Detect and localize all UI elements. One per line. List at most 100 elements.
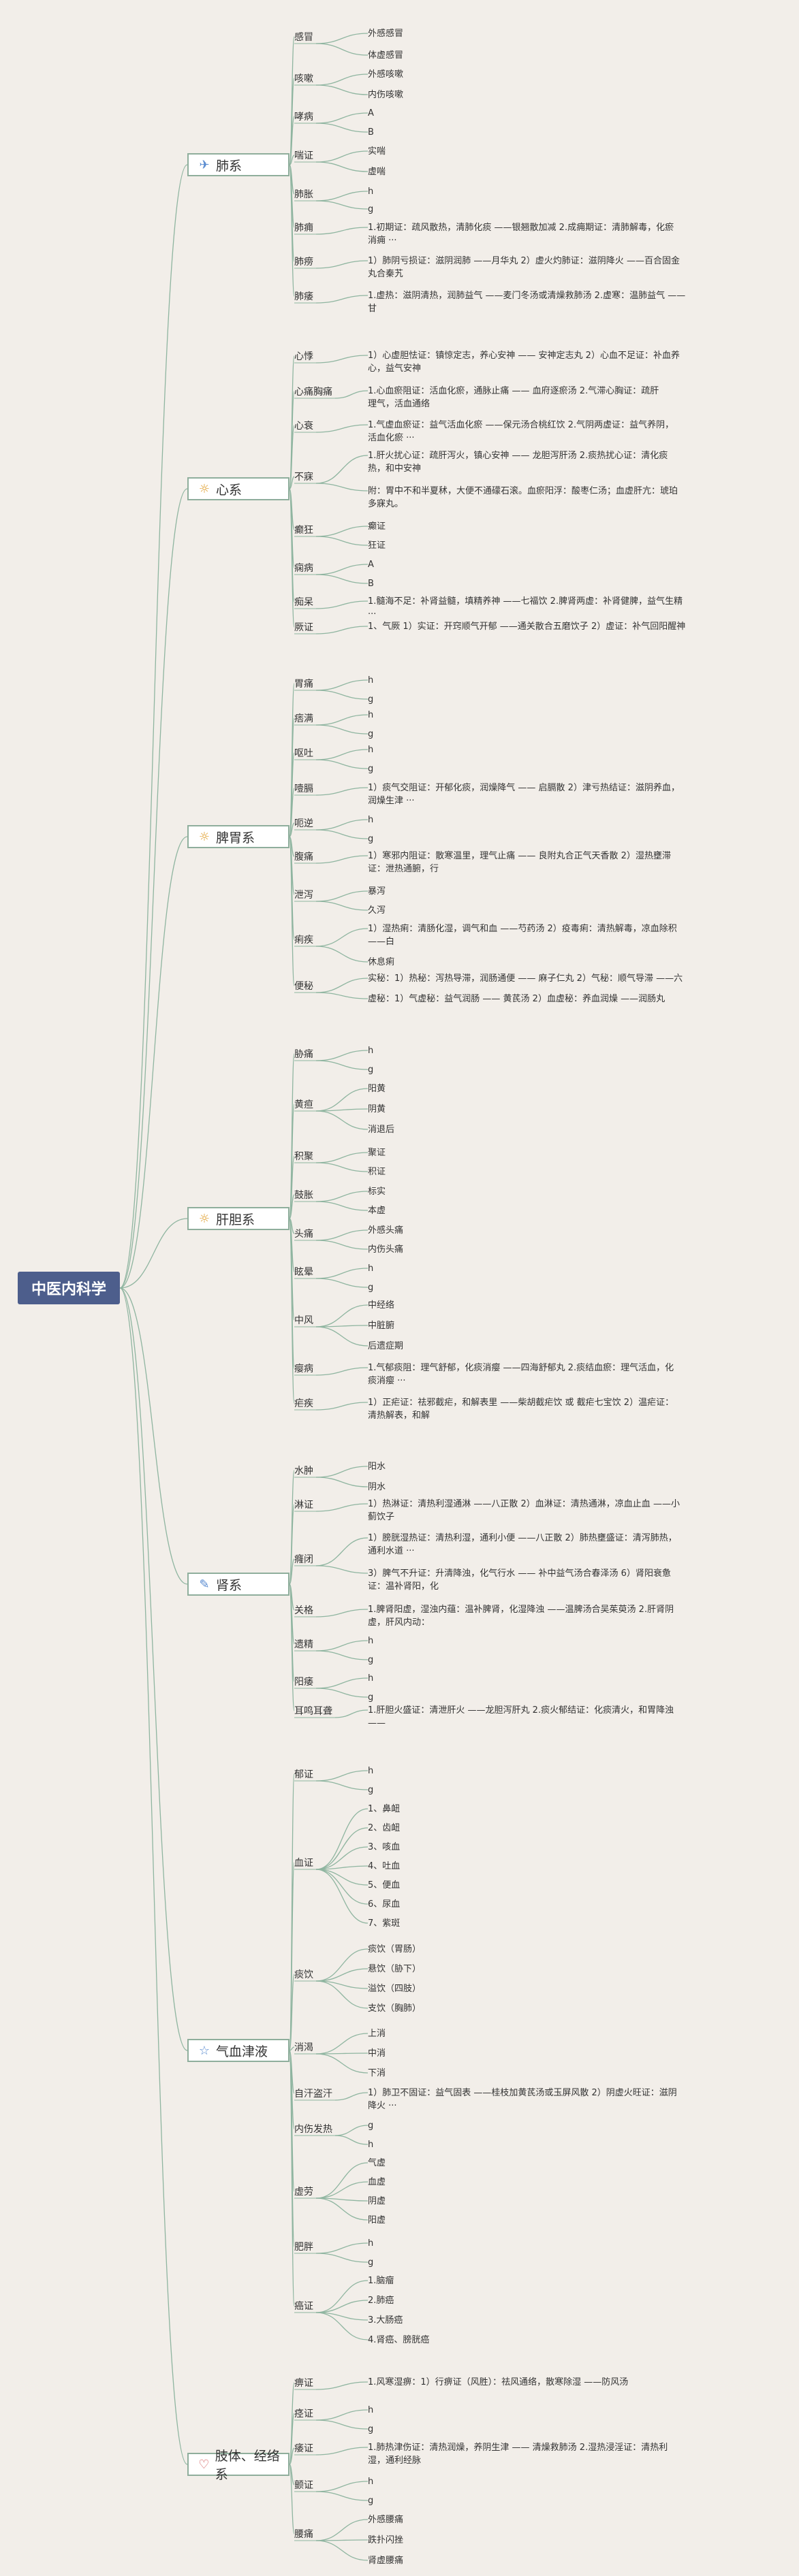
topic-node[interactable]: 泄泻 [294, 890, 313, 901]
topic-node[interactable]: 腹痛 [294, 852, 313, 863]
leaf-node[interactable]: g [368, 1785, 374, 1795]
leaf-node[interactable]: 3.大肠癌 [368, 2315, 403, 2325]
leaf-node[interactable]: 1.初期证：疏风散热，清肺化痰 ——银翘散加减 2.成痈期证：清肺解毒，化瘀消痈… [368, 223, 674, 246]
topic-node[interactable]: 虚劳 [294, 2187, 313, 2197]
leaf-node[interactable]: 1.脑瘤 [368, 2276, 394, 2286]
leaf-node[interactable]: 本虚 [368, 1206, 386, 1216]
leaf-node[interactable]: 阴虚 [368, 2196, 386, 2206]
leaf-node[interactable]: 1、气厥 1）实证：开窍顺气开郁 ——通关散合五磨饮子 2）虚证：补气回阳醒神 [368, 622, 686, 632]
leaf-node[interactable]: 附：胃中不和半夏秫，大便不通礞石滚。血瘀阳浮：酸枣仁汤；血虚肝亢：琥珀多寐丸。 [368, 486, 678, 509]
leaf-node[interactable]: 1.风寒湿痹：1）行痹证（风胜）：祛风通络，散寒除湿 ——防风汤 [368, 2377, 629, 2387]
leaf-node[interactable]: g [368, 1655, 374, 1665]
leaf-node[interactable]: A [368, 560, 374, 570]
leaf-node[interactable]: 4.肾癌、膀胱癌 [368, 2335, 430, 2345]
topic-node[interactable]: 痰饮 [294, 1969, 313, 1980]
leaf-node[interactable]: 7、紫斑 [368, 1918, 401, 1929]
section-node[interactable]: ☼心系 [187, 477, 289, 500]
topic-node[interactable]: 颤证 [294, 2480, 313, 2491]
topic-node[interactable]: 便秘 [294, 981, 313, 992]
leaf-node[interactable]: g [368, 1283, 374, 1293]
topic-node[interactable]: 痫病 [294, 563, 313, 574]
leaf-node[interactable]: 4、吐血 [368, 1861, 401, 1871]
leaf-node[interactable]: 2、齿衄 [368, 1823, 401, 1833]
leaf-node[interactable]: 内伤咳嗽 [368, 90, 404, 100]
leaf-node[interactable]: 5、便血 [368, 1880, 401, 1890]
leaf-node[interactable]: h [368, 745, 374, 755]
topic-node[interactable]: 咳嗽 [294, 74, 313, 84]
topic-node[interactable]: 心痛胸痛 [294, 387, 332, 398]
leaf-node[interactable]: 阳黄 [368, 1084, 386, 1094]
leaf-node[interactable]: 1.髓海不足：补肾益髓，填精养神 ——七福饮 2.脾肾两虚：补肾健脾，益气生精 … [368, 596, 683, 619]
topic-node[interactable]: 腰痛 [294, 2529, 313, 2540]
leaf-node[interactable]: g [368, 1065, 374, 1075]
leaf-node[interactable]: 阴黄 [368, 1104, 386, 1114]
topic-node[interactable]: 头痛 [294, 1229, 313, 1240]
leaf-node[interactable]: g [368, 1692, 374, 1703]
leaf-node[interactable]: h [368, 2238, 374, 2249]
section-node[interactable]: ✎肾系 [187, 1573, 289, 1596]
leaf-node[interactable]: 休息痢 [368, 957, 395, 967]
topic-node[interactable]: 肺痨 [294, 257, 313, 268]
leaf-node[interactable]: 3）脾气不升证：升清降浊，化气行水 —— 补中益气汤合春泽汤 6）肾阳衰惫证：温… [368, 1568, 671, 1592]
topic-node[interactable]: 遗精 [294, 1639, 313, 1650]
topic-node[interactable]: 黄疸 [294, 1099, 313, 1110]
leaf-node[interactable]: 痰饮（胃肠） [368, 1944, 422, 1954]
leaf-node[interactable]: 1）肺阴亏损证：滋阴润肺 ——月华丸 2）虚火灼肺证：滋阴降火 ——百合固金丸合… [368, 256, 680, 279]
leaf-node[interactable]: 癫证 [368, 521, 386, 532]
topic-node[interactable]: 心衰 [294, 421, 313, 432]
section-node[interactable]: ☆气血津液 [187, 2039, 289, 2062]
leaf-node[interactable]: A [368, 108, 374, 118]
topic-node[interactable]: 郁证 [294, 1769, 313, 1780]
leaf-node[interactable]: 暴泻 [368, 886, 386, 897]
topic-node[interactable]: 瘿病 [294, 1364, 313, 1374]
topic-node[interactable]: 水肿 [294, 1466, 313, 1477]
root-node[interactable]: 中医内科学 [18, 1272, 120, 1304]
topic-node[interactable]: 胁痛 [294, 1049, 313, 1060]
topic-node[interactable]: 痴呆 [294, 597, 313, 608]
leaf-node[interactable]: 下消 [368, 2068, 386, 2078]
leaf-node[interactable]: 1.气郁痰阻：理气舒郁，化痰消瘿 ——四海舒郁丸 2.痰结血瘀：理气活血，化痰消… [368, 1363, 674, 1386]
leaf-node[interactable]: 跌扑闪挫 [368, 2535, 404, 2545]
topic-node[interactable]: 喘证 [294, 150, 313, 161]
leaf-node[interactable]: g [368, 834, 374, 844]
leaf-node[interactable]: 外感咳嗽 [368, 69, 404, 80]
topic-node[interactable]: 痉证 [294, 2409, 313, 2419]
leaf-node[interactable]: 1）湿热痢：清肠化湿，调气和血 ——芍药汤 2）疫毒痢：清热解毒，凉血除积 ——… [368, 924, 677, 947]
leaf-node[interactable]: 1）寒邪内阻证：散寒温里，理气止痛 —— 良附丸合正气天香散 2）湿热壅滞证：泄… [368, 851, 671, 874]
topic-node[interactable]: 癌证 [294, 2301, 313, 2312]
topic-node[interactable]: 痢疾 [294, 935, 313, 946]
topic-node[interactable]: 疟疾 [294, 1398, 313, 1409]
topic-node[interactable]: 痹证 [294, 2378, 313, 2389]
leaf-node[interactable]: 外感感冒 [368, 29, 404, 39]
leaf-node[interactable]: g [368, 2257, 374, 2268]
leaf-node[interactable]: 久泻 [368, 905, 386, 916]
topic-node[interactable]: 心悸 [294, 351, 313, 362]
topic-node[interactable]: 不寐 [294, 472, 313, 483]
topic-node[interactable]: 痿证 [294, 2443, 313, 2454]
leaf-node[interactable]: 1）心虚胆怯证：镇惊定志，养心安神 —— 安神定志丸 2）心血不足证：补血养心，… [368, 351, 680, 374]
leaf-node[interactable]: 实喘 [368, 146, 386, 157]
leaf-node[interactable]: 1.心血瘀阻证：活血化瘀，通脉止痛 —— 血府逐瘀汤 2.气滞心胸证：疏肝理气，… [368, 386, 659, 409]
section-node[interactable]: ✈肺系 [187, 153, 289, 176]
leaf-node[interactable]: B [368, 127, 374, 138]
leaf-node[interactable]: 1）膀胱湿热证：清热利湿，通利小便 ——八正散 2）肺热壅盛证：清泻肺热，通利水… [368, 1533, 677, 1556]
leaf-node[interactable]: g [368, 2121, 374, 2131]
leaf-node[interactable]: 1.肺热津伤证：清热润燥，养阴生津 —— 清燥救肺汤 2.湿热浸淫证：清热利湿，… [368, 2443, 668, 2466]
leaf-node[interactable]: h [368, 2405, 374, 2415]
topic-node[interactable]: 哮病 [294, 112, 313, 123]
topic-node[interactable]: 呃逆 [294, 818, 313, 829]
leaf-node[interactable]: 溢饮（四肢） [368, 1984, 422, 1994]
leaf-node[interactable]: 3、咳血 [368, 1842, 401, 1852]
topic-node[interactable]: 淋证 [294, 1500, 313, 1511]
leaf-node[interactable]: g [368, 2496, 374, 2506]
leaf-node[interactable]: 标实 [368, 1187, 386, 1197]
topic-node[interactable]: 肥胖 [294, 2242, 313, 2253]
leaf-node[interactable]: 血虚 [368, 2177, 386, 2187]
leaf-node[interactable]: 1）正疟证：祛邪截疟，和解表里 ——柴胡截疟饮 或 截疟七宝饮 2）温疟证：清热… [368, 1398, 674, 1421]
leaf-node[interactable]: g [368, 204, 374, 214]
leaf-node[interactable]: h [368, 710, 374, 720]
leaf-node[interactable]: h [368, 1636, 374, 1646]
leaf-node[interactable]: 气虚 [368, 2158, 386, 2168]
leaf-node[interactable]: 聚证 [368, 1148, 386, 1158]
leaf-node[interactable]: g [368, 764, 374, 774]
